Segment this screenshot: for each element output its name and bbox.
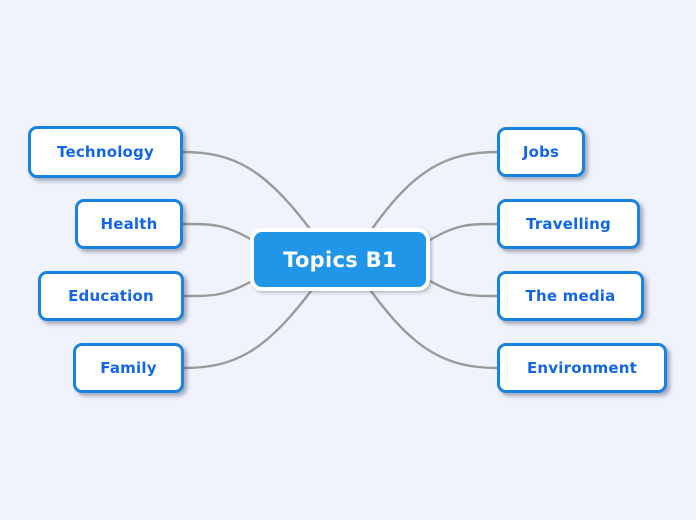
edge-central-to-travelling: [428, 222, 499, 242]
edge-central-to-family: [182, 289, 313, 370]
edge-central-to-technology: [181, 150, 312, 231]
branch-node-label: Family: [100, 359, 157, 377]
branch-node-label: Education: [68, 287, 154, 305]
branch-node-jobs[interactable]: Jobs: [497, 127, 585, 177]
edge-central-to-the-media: [428, 279, 499, 298]
edge-central-to-environment: [369, 289, 499, 370]
branch-node-environment[interactable]: Environment: [497, 343, 667, 393]
edge-central-to-jobs: [370, 150, 499, 231]
branch-node-the-media[interactable]: The media: [497, 271, 644, 321]
branch-node-family[interactable]: Family: [73, 343, 184, 393]
branch-node-label: The media: [525, 287, 616, 305]
branch-node-label: Jobs: [522, 143, 560, 161]
branch-node-label: Travelling: [526, 215, 611, 233]
branch-node-health[interactable]: Health: [75, 199, 183, 249]
branch-node-education[interactable]: Education: [38, 271, 184, 321]
branch-node-label: Environment: [526, 359, 638, 377]
branch-node-technology[interactable]: Technology: [28, 126, 183, 178]
branch-node-label: Technology: [57, 143, 154, 161]
branch-node-travelling[interactable]: Travelling: [497, 199, 640, 249]
central-node-label: Topics B1: [283, 247, 397, 272]
branch-node-label: Health: [100, 215, 158, 233]
central-node-topics-b1[interactable]: Topics B1: [250, 228, 430, 291]
edge-central-to-education: [182, 279, 254, 298]
edge-central-to-health: [181, 222, 254, 242]
